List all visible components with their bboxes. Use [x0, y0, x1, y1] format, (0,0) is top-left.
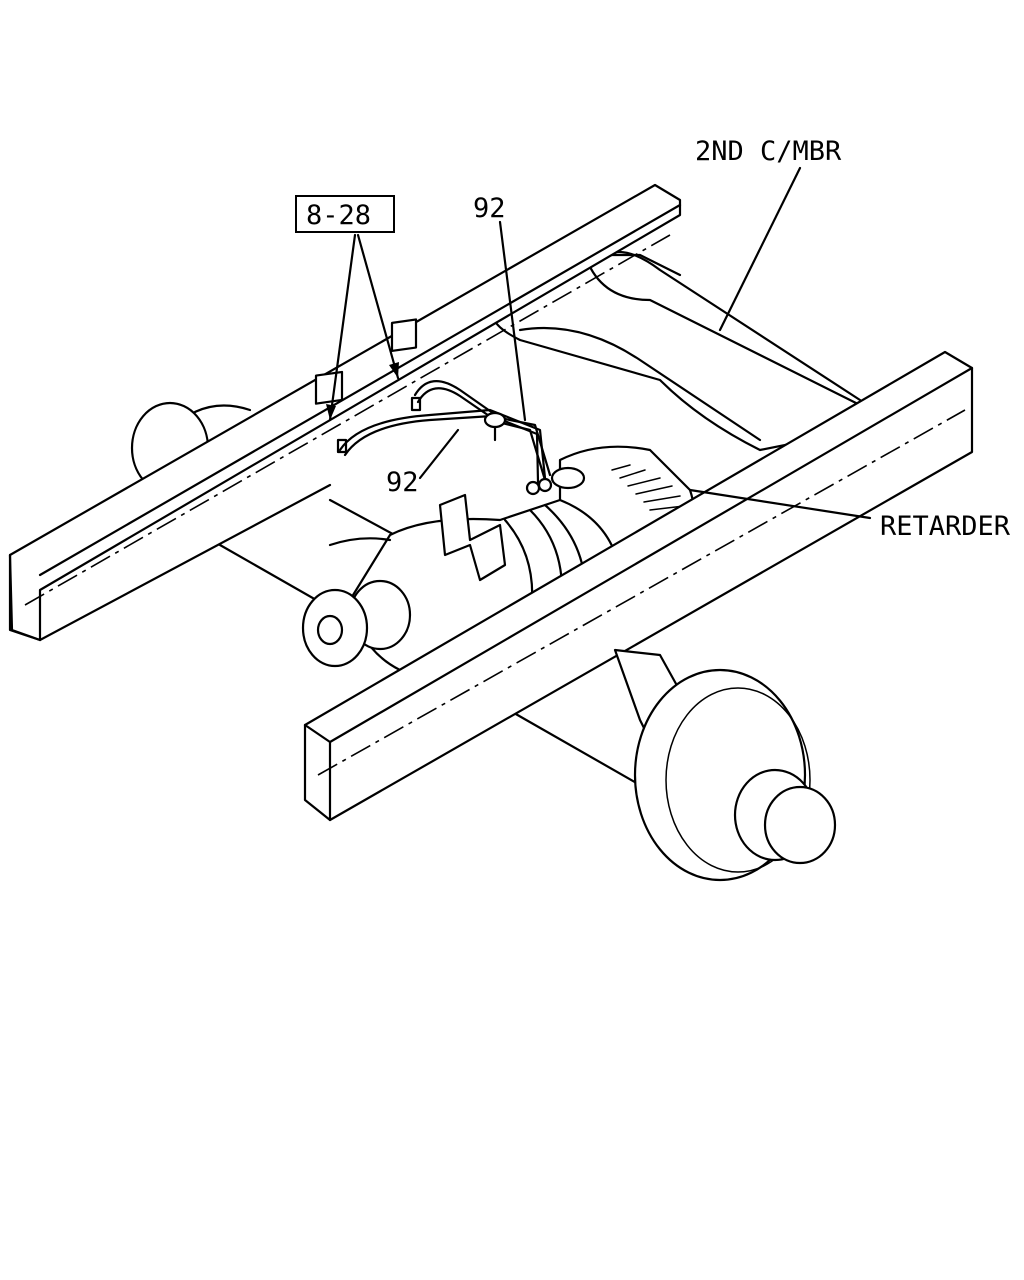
leader-lines	[326, 166, 872, 520]
ref-box-label: 8-28	[306, 200, 371, 231]
valves-and-lines	[314, 318, 553, 496]
part-92-label-top: 92	[473, 193, 506, 224]
retarder-label: RETARDER	[880, 511, 1011, 542]
retarder-assembly	[301, 445, 697, 672]
left-frame-rail	[8, 183, 682, 642]
right-frame-rail	[303, 350, 974, 822]
part-92-label-mid: 92	[386, 467, 419, 498]
rear-wheel-hub	[613, 648, 837, 882]
ref-box-border	[295, 195, 395, 233]
cross-member-label: 2ND C/MBR	[695, 136, 842, 167]
